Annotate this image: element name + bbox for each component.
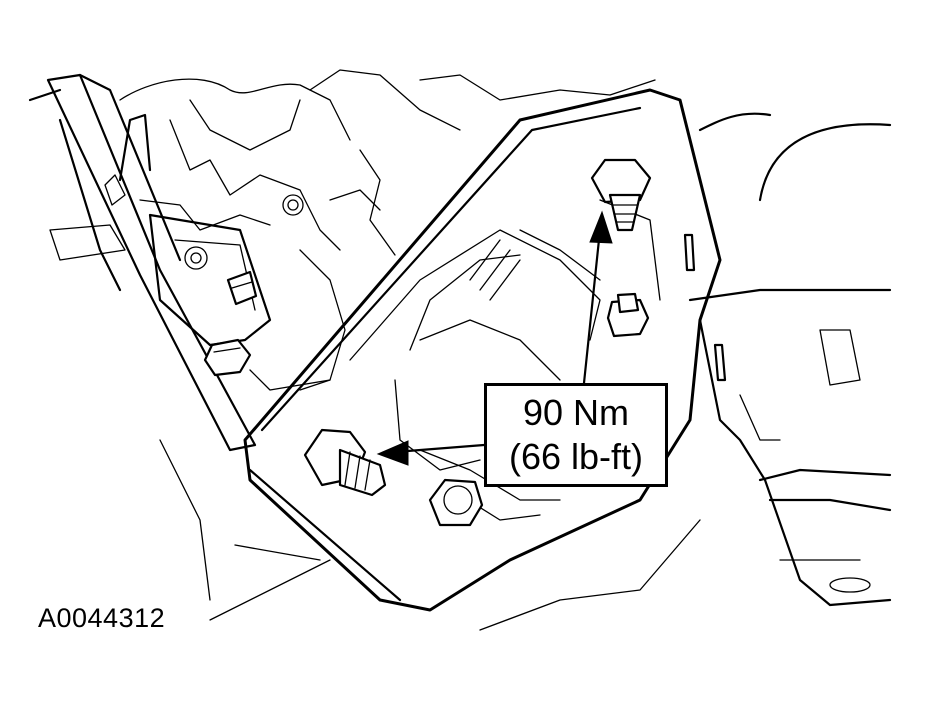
bracket-bolt-lower [428,478,484,527]
mount-bracket [243,88,722,612]
callout-arrow-left [376,440,486,466]
bracket-bolt-left [303,428,387,497]
frame-rail [28,73,257,452]
left-bracket [148,213,331,391]
lower-chassis [159,439,701,631]
bracket-bolt-middle [606,292,650,338]
bracket-bolt-upper-right [590,158,652,232]
figure-id-label: A0044312 [38,603,166,633]
engine-background [119,69,656,391]
torque-metric-label: 90 Nm [522,392,630,433]
torque-callout: 90 Nm (66 lb-ft) [484,383,668,487]
callout-arrow-up [582,210,613,385]
torque-imperial-label: (66 lb-ft) [508,436,644,477]
body-panel [683,112,892,607]
